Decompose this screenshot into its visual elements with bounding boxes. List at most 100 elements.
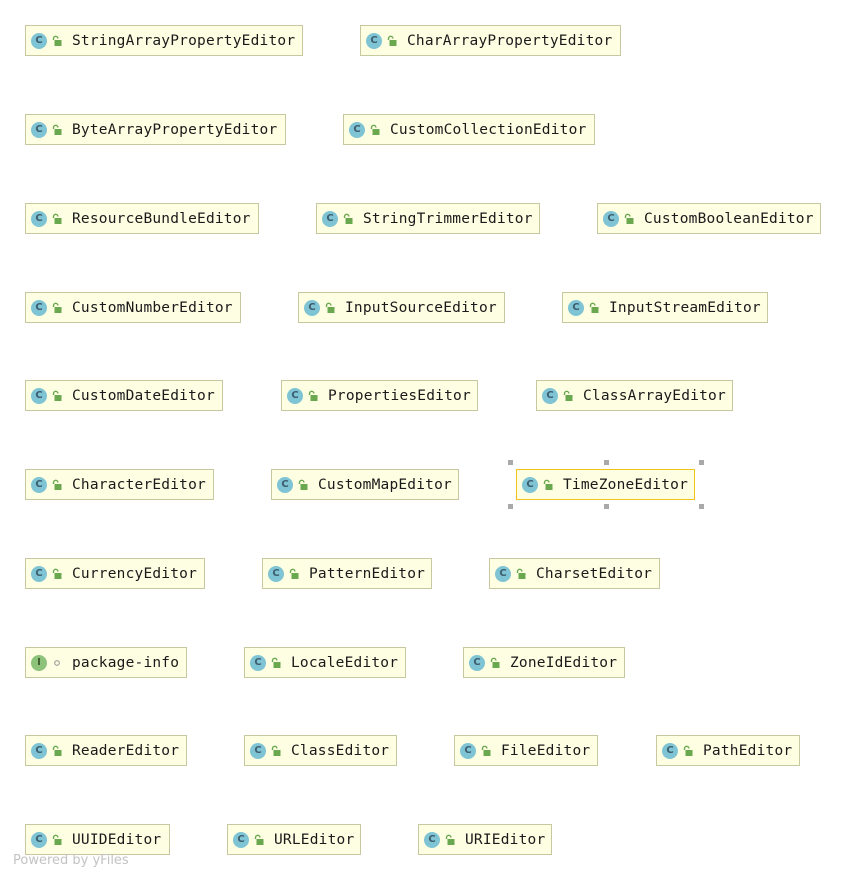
class-node-patheditor[interactable]: C PathEditor bbox=[656, 735, 800, 766]
public-lock-icon bbox=[588, 302, 600, 314]
selection-handle[interactable] bbox=[508, 460, 513, 465]
public-lock-icon bbox=[270, 657, 282, 669]
interface-icon: I bbox=[31, 654, 47, 671]
class-icon: C bbox=[31, 32, 47, 49]
class-name-label: CustomMapEditor bbox=[318, 476, 452, 493]
class-node-bytearraypropertyeditor[interactable]: C ByteArrayPropertyEditor bbox=[25, 114, 286, 145]
class-name-label: ZoneIdEditor bbox=[510, 654, 618, 671]
public-lock-icon bbox=[51, 834, 63, 846]
class-name-label: FileEditor bbox=[501, 742, 591, 759]
class-name-label: ClassArrayEditor bbox=[583, 387, 726, 404]
class-name-label: PatternEditor bbox=[309, 565, 426, 582]
class-icon: C bbox=[268, 565, 284, 582]
public-lock-icon bbox=[682, 745, 694, 757]
class-icon: C bbox=[31, 121, 47, 138]
class-node-classeditor[interactable]: C ClassEditor bbox=[244, 735, 397, 766]
class-icon: C bbox=[250, 742, 266, 759]
class-icon: C bbox=[287, 387, 303, 404]
class-icon: C bbox=[662, 742, 678, 759]
selection-handle[interactable] bbox=[699, 504, 704, 509]
class-node-resourcebundleeditor[interactable]: C ResourceBundleEditor bbox=[25, 203, 259, 234]
class-name-label: PropertiesEditor bbox=[328, 387, 471, 404]
selection-handle[interactable] bbox=[699, 460, 704, 465]
class-name-label: ByteArrayPropertyEditor bbox=[72, 121, 278, 138]
class-icon: C bbox=[31, 299, 47, 316]
class-icon: C bbox=[31, 210, 47, 227]
class-icon: C bbox=[250, 654, 266, 671]
class-name-label: CharsetEditor bbox=[536, 565, 653, 582]
public-lock-icon bbox=[515, 568, 527, 580]
public-lock-icon bbox=[270, 745, 282, 757]
class-icon: C bbox=[277, 476, 293, 493]
public-lock-icon bbox=[51, 390, 63, 402]
class-icon: C bbox=[568, 299, 584, 316]
class-node-timezoneeditor[interactable]: C TimeZoneEditor bbox=[516, 469, 695, 500]
class-name-label: UUIDEditor bbox=[72, 831, 162, 848]
class-icon: C bbox=[542, 387, 558, 404]
public-lock-icon bbox=[253, 834, 265, 846]
selection-handle[interactable] bbox=[603, 460, 609, 465]
package-private-icon bbox=[51, 657, 63, 669]
class-node-stringarraypropertyeditor[interactable]: C StringArrayPropertyEditor bbox=[25, 25, 303, 56]
class-node-classarrayeditor[interactable]: C ClassArrayEditor bbox=[536, 380, 733, 411]
class-name-label: ReaderEditor bbox=[72, 742, 180, 759]
class-icon: C bbox=[322, 210, 338, 227]
class-node-patterneditor[interactable]: C PatternEditor bbox=[262, 558, 432, 589]
selection-handle[interactable] bbox=[508, 504, 513, 509]
class-name-label: LocaleEditor bbox=[291, 654, 399, 671]
class-icon: C bbox=[603, 210, 619, 227]
class-name-label: StringArrayPropertyEditor bbox=[72, 32, 296, 49]
class-icon: C bbox=[522, 476, 538, 493]
class-node-zoneideditor[interactable]: C ZoneIdEditor bbox=[463, 647, 625, 678]
public-lock-icon bbox=[444, 834, 456, 846]
class-node-localeeditor[interactable]: C LocaleEditor bbox=[244, 647, 406, 678]
class-node-charactereditor[interactable]: C CharacterEditor bbox=[25, 469, 214, 500]
public-lock-icon bbox=[51, 479, 63, 491]
class-name-label: CharacterEditor bbox=[72, 476, 206, 493]
class-name-label: URLEditor bbox=[274, 831, 355, 848]
class-icon: C bbox=[31, 831, 47, 848]
class-icon: C bbox=[31, 387, 47, 404]
public-lock-icon bbox=[562, 390, 574, 402]
watermark: Powered by yFiles bbox=[13, 853, 129, 868]
public-lock-icon bbox=[307, 390, 319, 402]
public-lock-icon bbox=[324, 302, 336, 314]
class-icon: C bbox=[31, 476, 47, 493]
selection-handle[interactable] bbox=[603, 504, 609, 509]
class-name-label: ClassEditor bbox=[291, 742, 390, 759]
class-icon: C bbox=[304, 299, 320, 316]
class-node-propertieseditor[interactable]: C PropertiesEditor bbox=[281, 380, 478, 411]
public-lock-icon bbox=[288, 568, 300, 580]
class-name-label: InputStreamEditor bbox=[609, 299, 761, 316]
public-lock-icon bbox=[297, 479, 309, 491]
class-name-label: CustomCollectionEditor bbox=[390, 121, 587, 138]
public-lock-icon bbox=[623, 213, 635, 225]
class-name-label: ResourceBundleEditor bbox=[72, 210, 251, 227]
public-lock-icon bbox=[369, 124, 381, 136]
class-name-label: InputSourceEditor bbox=[345, 299, 497, 316]
class-node-uuideditor[interactable]: C UUIDEditor bbox=[25, 824, 170, 855]
public-lock-icon bbox=[480, 745, 492, 757]
class-node-inputstreameditor[interactable]: C InputStreamEditor bbox=[562, 292, 768, 323]
public-lock-icon bbox=[51, 302, 63, 314]
class-node-inputsourceeditor[interactable]: C InputSourceEditor bbox=[298, 292, 505, 323]
class-node-custommapeditor[interactable]: C CustomMapEditor bbox=[271, 469, 459, 500]
class-icon: C bbox=[349, 121, 365, 138]
public-lock-icon bbox=[51, 35, 63, 47]
class-icon: C bbox=[469, 654, 485, 671]
class-name-label: PathEditor bbox=[703, 742, 793, 759]
class-node-customcollectioneditor[interactable]: C CustomCollectionEditor bbox=[343, 114, 595, 145]
class-name-label: TimeZoneEditor bbox=[563, 476, 689, 493]
